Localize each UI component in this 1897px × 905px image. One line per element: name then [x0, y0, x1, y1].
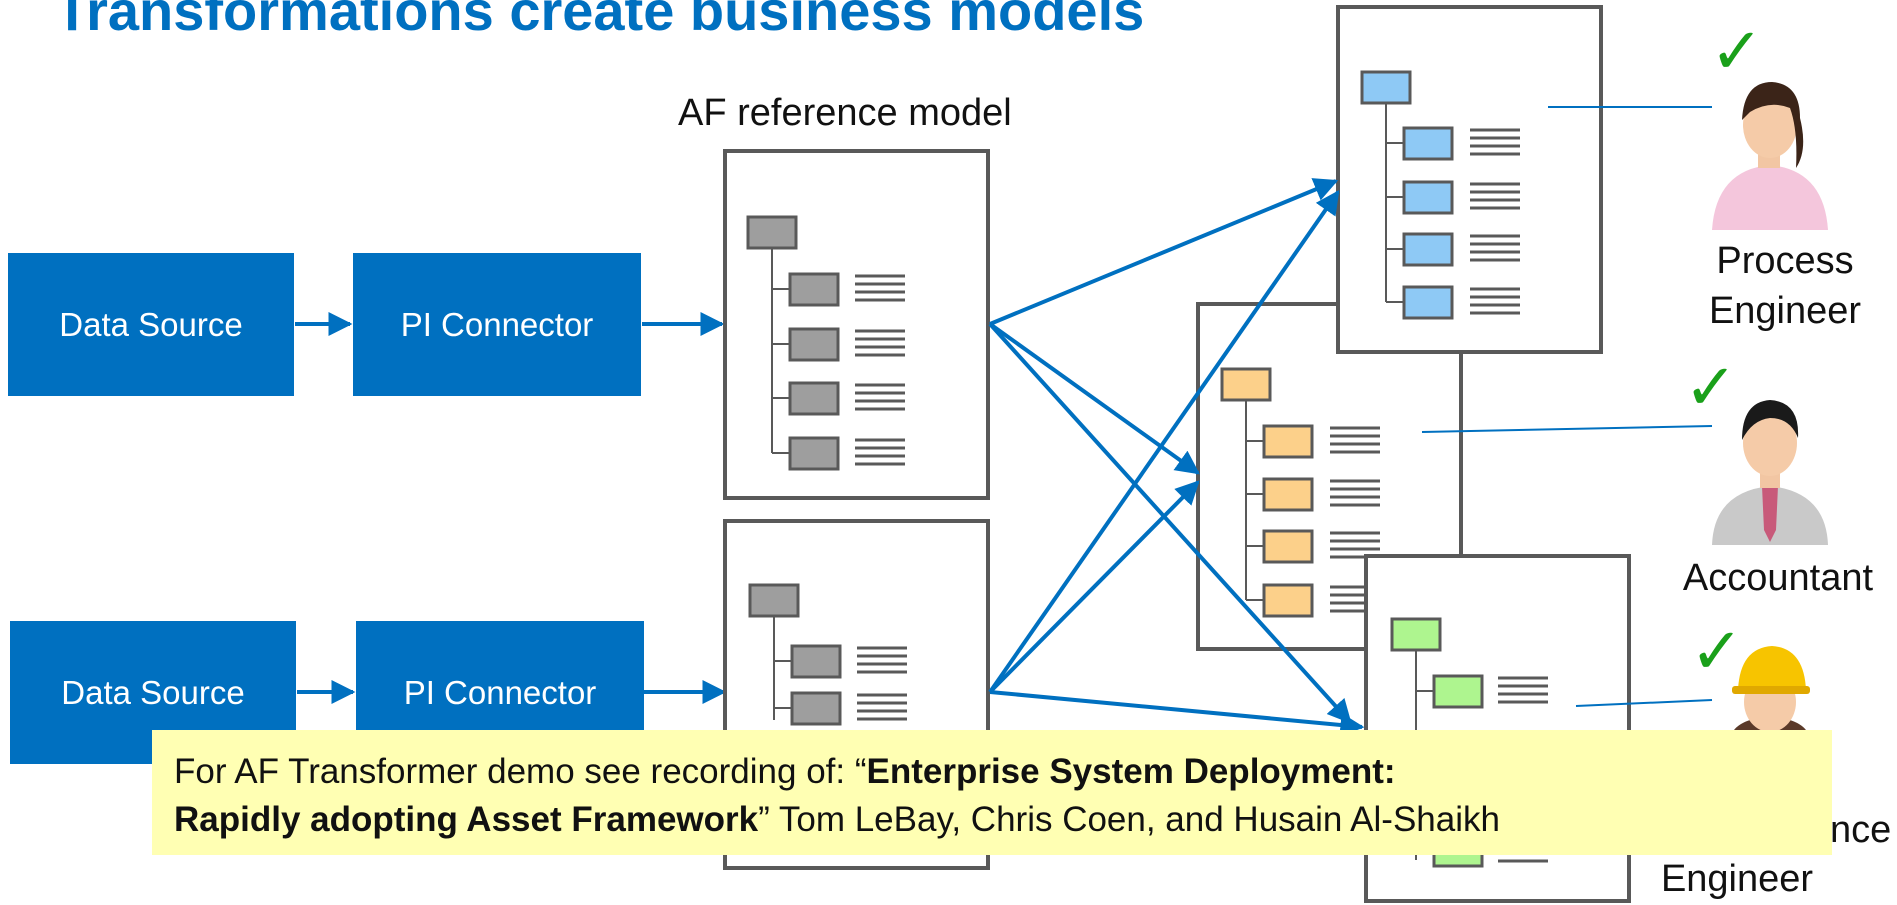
- role-name-line1: Accountant: [1682, 557, 1874, 599]
- reference-model-top: [723, 149, 990, 500]
- role-name-line1: Process: [1716, 240, 1854, 282]
- note-session-title-part2: Rapidly adopting Asset Framework: [174, 800, 759, 839]
- checkmark-icon: ✓: [1710, 15, 1764, 89]
- pi-connector-box-1: PI Connector: [353, 253, 641, 396]
- data-source-label: Data Source: [61, 673, 245, 711]
- data-source-label: Data Source: [59, 305, 243, 343]
- pipeline-arrows: [295, 312, 727, 704]
- role-connector-lines: [1421, 106, 1713, 707]
- role-accountant: Accountant: [1668, 553, 1888, 603]
- reference-model-label: AF reference model: [678, 92, 1012, 134]
- business-model-process: [1336, 5, 1603, 354]
- role-maintenance-engineer-partial: nce: [1830, 805, 1891, 855]
- page-title: Transformations create business models: [55, 0, 1145, 42]
- role-name-line2: Engineer: [1708, 290, 1862, 332]
- note-presenters: ” Tom LeBay, Chris Coen, and Husain Al-S…: [758, 800, 1500, 839]
- note-session-title-part1: Enterprise System Deployment:: [866, 752, 1396, 791]
- checkmark-icon: ✓: [1690, 615, 1744, 689]
- businessman-icon: [1712, 400, 1828, 545]
- role-name-line1: nce: [1830, 809, 1892, 851]
- checkmark-icon: ✓: [1684, 351, 1738, 425]
- businesswoman-icon: [1712, 82, 1828, 230]
- role-process-engineer: Process Engineer: [1690, 236, 1880, 336]
- transformation-arrows: [988, 178, 1365, 737]
- note-line-2: Rapidly adopting Asset Framework” Tom Le…: [174, 796, 1810, 844]
- note-prefix: For AF Transformer demo see recording of…: [174, 752, 867, 791]
- data-source-box-1: Data Source: [8, 253, 294, 396]
- role-maintenance-engineer: Engineer: [1647, 854, 1827, 904]
- note-line-1: For AF Transformer demo see recording of…: [174, 748, 1810, 796]
- pi-connector-label: PI Connector: [400, 305, 594, 343]
- role-name-line2: Engineer: [1660, 858, 1814, 900]
- demo-recording-note: For AF Transformer demo see recording of…: [152, 730, 1832, 855]
- pi-connector-label: PI Connector: [403, 673, 597, 711]
